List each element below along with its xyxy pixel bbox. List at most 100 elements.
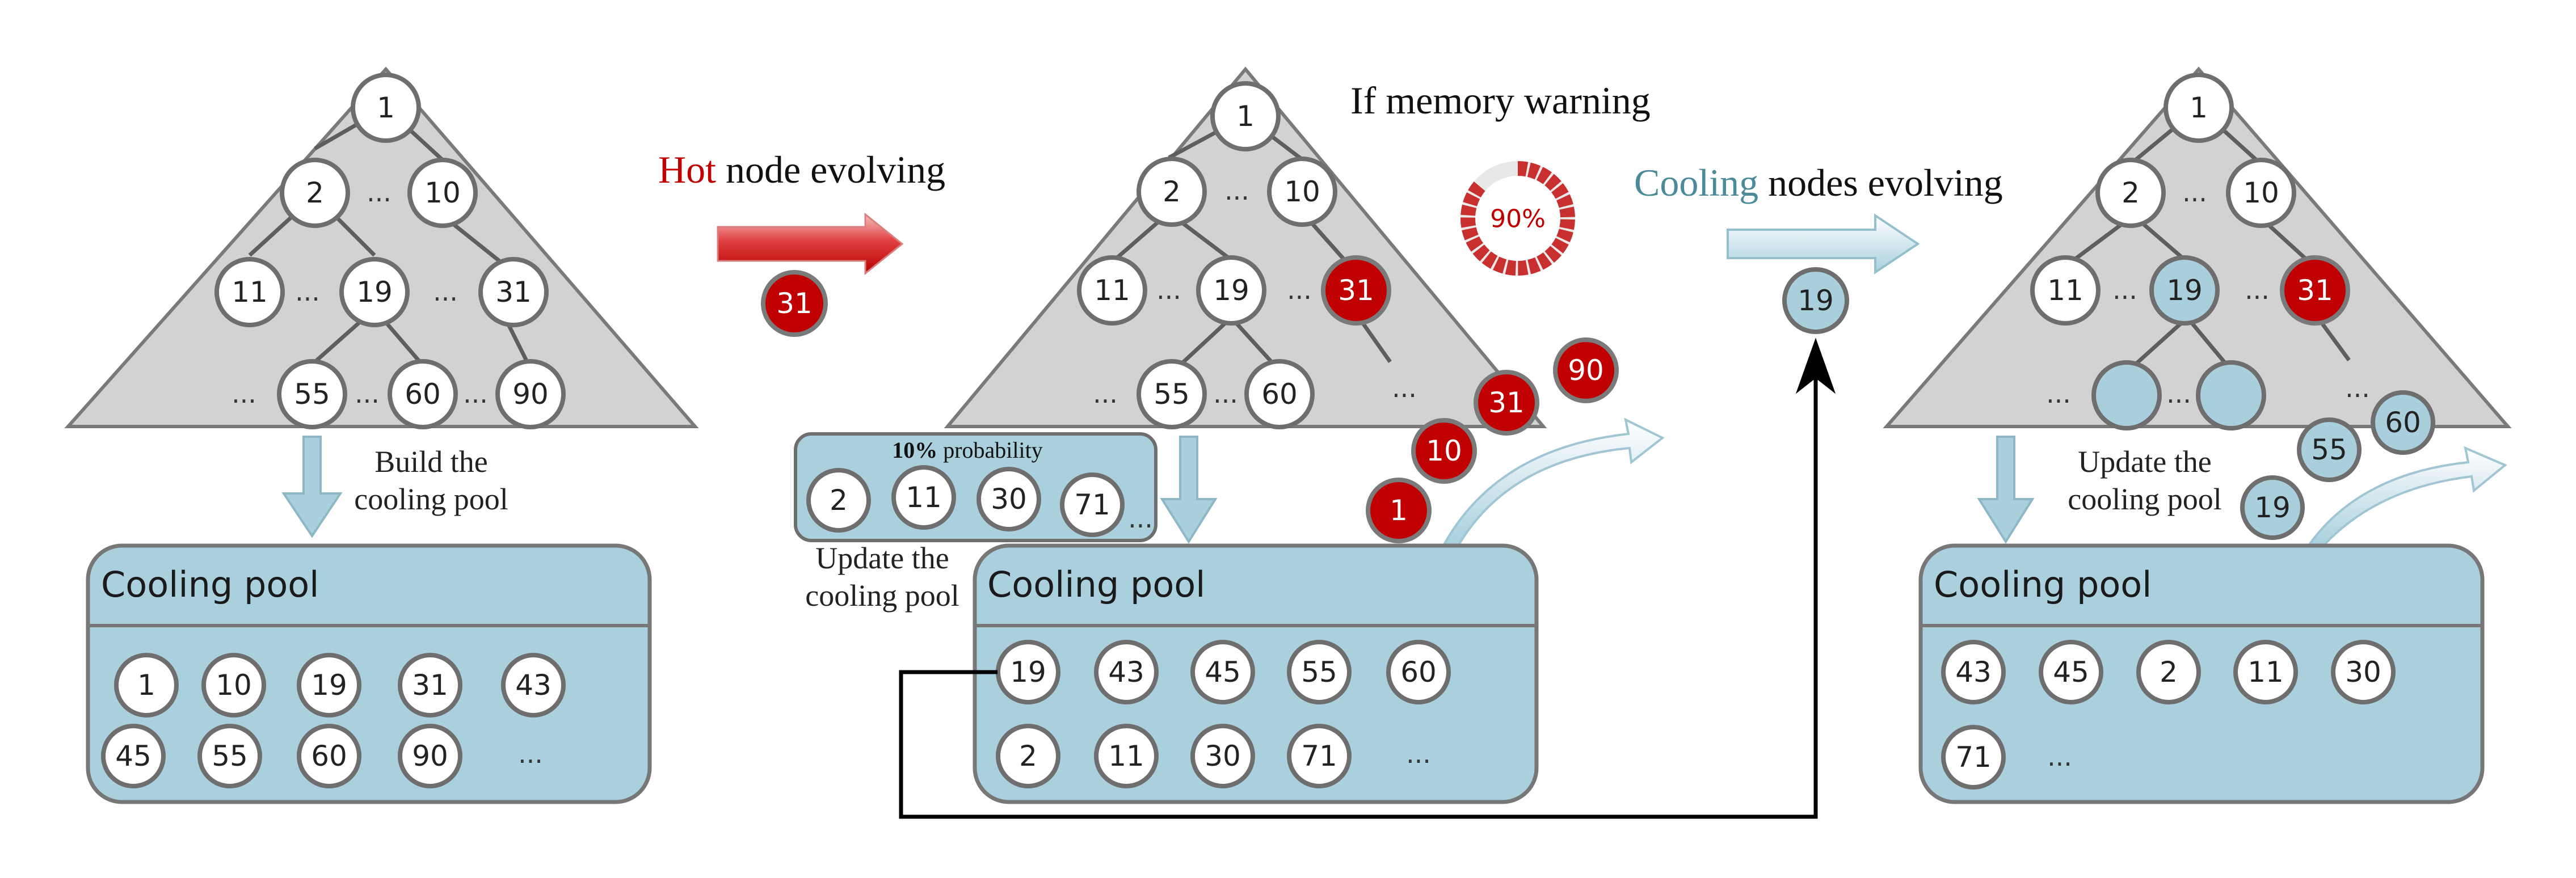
pool-node-label: 2 xyxy=(2160,656,2178,689)
build-arrow xyxy=(281,436,343,538)
tree-node-label: 1 xyxy=(377,91,395,124)
ellipsis: ... xyxy=(1093,378,1118,409)
pool-title: Cooling pool xyxy=(987,564,1205,605)
pool-node-label: 45 xyxy=(2053,656,2089,689)
tree-node: 2 xyxy=(280,158,350,228)
pool-node-label: 19 xyxy=(1010,656,1046,689)
pool-node-label: 71 xyxy=(1955,741,1992,774)
pool-node: 45 xyxy=(101,724,166,788)
evicted-node: 31 xyxy=(1474,370,1539,436)
pool-node-label: 45 xyxy=(1205,656,1241,689)
evicted-node: 10 xyxy=(1411,418,1477,484)
pool-node: 71 xyxy=(1941,725,2006,790)
ellipsis: ... xyxy=(2245,275,2270,305)
pool-node: 2 xyxy=(2136,640,2201,704)
moving-node: 55 xyxy=(2297,417,2362,482)
update-label-line1: Update the xyxy=(2078,445,2211,479)
tree-node: 10 xyxy=(2226,158,2296,228)
tree-node-label: 10 xyxy=(2243,176,2279,209)
tree-triangle xyxy=(944,66,1547,428)
update-label-line1: Update the xyxy=(815,541,949,575)
pool-node: 43 xyxy=(501,653,566,717)
tree-node: 1 xyxy=(2163,73,2234,143)
cooling-connector xyxy=(899,363,1818,819)
cooling-pool: Cooling pool 43 45 2 11 30 71 ... xyxy=(1918,543,2485,804)
sample-node: 30 xyxy=(976,467,1041,531)
tree-node-label: 10 xyxy=(424,176,461,209)
ellipsis: ... xyxy=(2112,275,2137,305)
tree-node: 31 xyxy=(478,257,549,327)
sample-node-label: 30 xyxy=(991,483,1027,516)
cooling-transition: Cooling nodes evolving 19 xyxy=(1634,161,2003,334)
ellipsis: ... xyxy=(1224,175,1249,206)
ellipsis: ... xyxy=(2047,741,2072,772)
update-arrow xyxy=(1977,436,2035,544)
sample-node-label: 71 xyxy=(1074,488,1110,521)
pool-node-label: 60 xyxy=(311,740,347,773)
tree-node-label: 19 xyxy=(2166,274,2203,307)
cooling-node-label: 19 xyxy=(1798,284,1834,317)
pool-node: 90 xyxy=(398,724,462,788)
tree-node: 55 xyxy=(1137,359,1207,429)
hot-node: 31 xyxy=(761,270,828,337)
panel-initial: 1 2 10 ... 11 19 31 ... ... 55 60 90 ...… xyxy=(64,66,699,804)
tree-node-label: 55 xyxy=(1154,378,1190,411)
pool-node: 71 xyxy=(1287,724,1352,788)
hot-heading: Hot node evolving xyxy=(658,148,945,191)
build-label-line2: cooling pool xyxy=(354,482,508,516)
ellipsis: ... xyxy=(2166,378,2191,409)
pool-node-label: 19 xyxy=(311,669,347,702)
pool-node-label: 31 xyxy=(412,669,448,702)
pool-node-label: 30 xyxy=(2345,656,2381,689)
evicted-node-label: 10 xyxy=(1426,434,1462,467)
moving-node-label: 60 xyxy=(2385,406,2421,439)
ellipsis: ... xyxy=(1392,373,1417,403)
tree-node: 2 xyxy=(1137,157,1207,227)
pool-node-label: 55 xyxy=(1301,656,1337,689)
tree-node: 1 xyxy=(1210,81,1281,151)
pool-node-label: 10 xyxy=(216,669,252,702)
eviction-arrow xyxy=(1442,417,1665,547)
pool-node: 55 xyxy=(1287,640,1352,704)
tree-node: 19 xyxy=(339,257,410,327)
connector-arrowhead xyxy=(1795,337,1836,394)
pool-node-label: 43 xyxy=(1955,656,1992,689)
tree-node-label: 60 xyxy=(405,378,441,411)
pool-node-label: 2 xyxy=(1019,740,1037,773)
tree-node: 55 xyxy=(277,359,347,429)
hot-node-label: 31 xyxy=(776,287,813,320)
tree-node: 1 xyxy=(351,73,421,143)
tree-node-label: 19 xyxy=(356,276,393,309)
panel-after-cooling: 1 2 10 ... 11 19 31 ... ... ... ... ... … xyxy=(1883,66,2512,804)
pool-node: 10 xyxy=(201,653,266,717)
cooling-node: 19 xyxy=(1782,267,1849,334)
panel-memory-warning: 1 2 10 ... 11 19 31 ... ... 55 60 ... ..… xyxy=(794,66,1836,819)
tree-node-label: 2 xyxy=(2122,176,2140,209)
pool-node: 19 xyxy=(996,640,1060,704)
sample-node-label: 2 xyxy=(830,484,848,517)
pool-node-label: 71 xyxy=(1301,740,1337,773)
update-label-line2: cooling pool xyxy=(2068,482,2221,516)
pool-node: 30 xyxy=(1190,724,1255,788)
pool-node-label: 43 xyxy=(515,669,552,702)
evicted-node-label: 1 xyxy=(1390,494,1408,527)
gauge-label: 90% xyxy=(1490,205,1546,234)
pool-node: 31 xyxy=(398,653,462,717)
evicted-node-label: 90 xyxy=(1568,354,1604,387)
tree-node-label: 1 xyxy=(1236,100,1255,133)
moving-node-label: 19 xyxy=(2254,491,2291,524)
pool-node: 30 xyxy=(2331,640,2396,704)
tree-node: 60 xyxy=(388,359,458,429)
tree-node-label: 2 xyxy=(1163,175,1181,208)
sample-node: 2 xyxy=(806,468,871,533)
ellipsis: ... xyxy=(1406,738,1431,769)
cooling-heading: Cooling nodes evolving xyxy=(1634,161,2003,204)
memory-warning-heading: If memory warning xyxy=(1350,79,1651,122)
ellipsis: ... xyxy=(231,378,256,409)
memory-gauge: 90% xyxy=(1460,161,1575,276)
ellipsis: ... xyxy=(433,276,458,307)
pool-node: 43 xyxy=(1094,640,1159,704)
pool-node-label: 1 xyxy=(137,669,155,702)
tree-node-label: 90 xyxy=(512,378,549,411)
